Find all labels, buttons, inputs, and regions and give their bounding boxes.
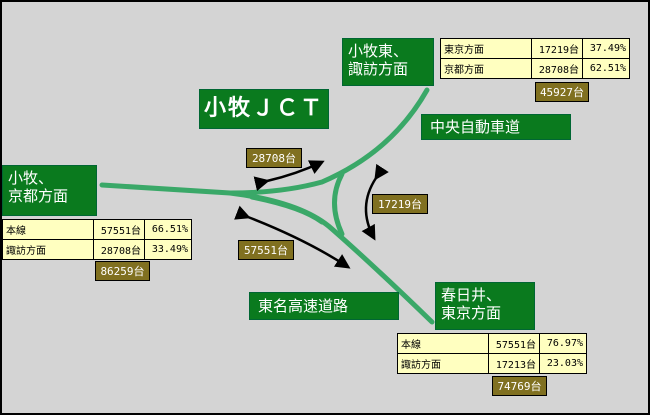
junction-title: 小牧ＪＣＴ (199, 89, 329, 129)
row-label: 諏訪方面 (397, 353, 489, 374)
destination-north: 小牧東、 諏訪方面 (342, 38, 434, 86)
row-percent: 37.49% (582, 38, 630, 59)
flow-arrow-west-north (253, 160, 325, 192)
flow-arrow-west-south (234, 205, 351, 269)
destination-south: 春日井、 東京方面 (435, 282, 535, 330)
destination-north-line1: 小牧東、 (348, 42, 409, 60)
flow-arrow-north-south (361, 163, 389, 241)
table-row: 本線 57551台 76.97% (397, 333, 587, 354)
table-row: 京都方面 28708台 62.51% (440, 58, 630, 79)
row-percent: 23.03% (539, 353, 587, 374)
row-label: 本線 (2, 219, 94, 240)
row-percent: 62.51% (582, 58, 630, 79)
chuo-road-north (227, 87, 430, 196)
row-count: 17213台 (488, 353, 540, 374)
flow-volume-west-south: 57551台 (238, 240, 294, 260)
flow-volume-north-south: 17219台 (372, 194, 428, 214)
row-label: 本線 (397, 333, 489, 354)
table-south-total: 74769台 (492, 376, 547, 396)
row-count: 17219台 (531, 38, 583, 59)
flow-volume-west-north: 28708台 (246, 148, 302, 168)
destination-south-line1: 春日井、 (441, 286, 502, 304)
row-label: 東京方面 (440, 38, 532, 59)
row-label: 諏訪方面 (2, 239, 94, 260)
table-row: 本線 57551台 66.51% (2, 219, 192, 240)
table-row: 諏訪方面 28708台 33.49% (2, 239, 192, 260)
destination-west: 小牧、 京都方面 (2, 165, 97, 216)
table-north-total: 45927台 (535, 82, 589, 102)
table-row: 東京方面 17219台 37.49% (440, 38, 630, 59)
road-label-chuo: 中央自動車道 (421, 114, 571, 140)
destination-west-line1: 小牧、 (8, 169, 54, 187)
traffic-table-south: 本線 57551台 76.97% 諏訪方面 17213台 23.03% (397, 333, 587, 374)
traffic-table-west: 本線 57551台 66.51% 諏訪方面 28708台 33.49% (2, 219, 192, 260)
destination-north-line2: 諏訪方面 (348, 60, 409, 78)
row-count: 57551台 (488, 333, 540, 354)
destination-south-line2: 東京方面 (441, 304, 502, 322)
road-label-tomei: 東名高速道路 (249, 292, 399, 320)
row-percent: 66.51% (144, 219, 192, 240)
row-count: 28708台 (531, 58, 583, 79)
table-row: 諏訪方面 17213台 23.03% (397, 353, 587, 374)
table-west-total: 86259台 (95, 261, 150, 281)
row-percent: 76.97% (539, 333, 587, 354)
row-label: 京都方面 (440, 58, 532, 79)
row-count: 28708台 (93, 239, 145, 260)
row-percent: 33.49% (144, 239, 192, 260)
ramp-curve-inner (249, 194, 325, 225)
ramp-curve-east (332, 171, 345, 237)
row-count: 57551台 (93, 219, 145, 240)
traffic-table-north: 東京方面 17219台 37.49% 京都方面 28708台 62.51% (440, 38, 630, 79)
destination-west-line2: 京都方面 (8, 187, 69, 205)
